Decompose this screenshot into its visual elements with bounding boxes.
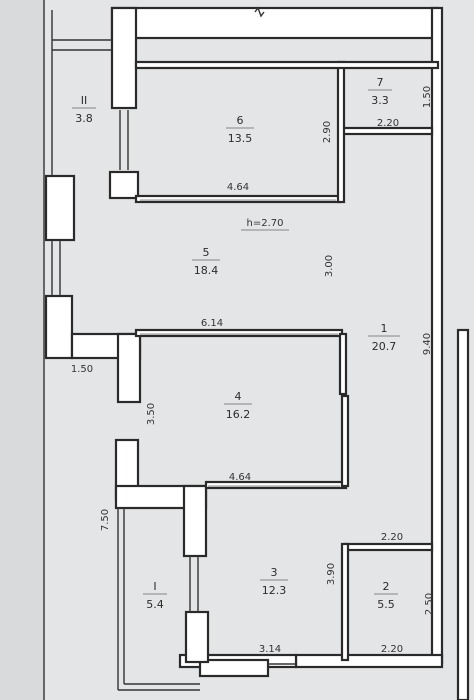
dim-290: 2.90 — [322, 121, 333, 143]
dim-220-mid: 2.20 — [381, 532, 403, 543]
room-6-area: 13.5 — [228, 132, 253, 145]
room-i-number: I — [153, 580, 156, 593]
room-3-area: 12.3 — [262, 584, 287, 597]
dim-250: 2.50 — [424, 593, 435, 615]
wall-step-2 — [116, 332, 142, 404]
room-3-number: 3 — [271, 566, 278, 579]
room-4-area: 16.2 — [226, 408, 251, 421]
dim-350: 3.50 — [146, 403, 157, 425]
wall-step-6 — [184, 610, 210, 664]
wall-right — [430, 6, 444, 665]
room-i-area: 5.4 — [146, 598, 164, 611]
dim-314: 3.14 — [259, 644, 281, 655]
partition-vert-top — [336, 60, 346, 204]
wall-top — [110, 6, 439, 40]
wall-bottom-step — [198, 658, 270, 678]
dim-390: 3.90 — [326, 563, 337, 585]
dim-150-left: 1.50 — [71, 364, 93, 375]
partition-top-inner — [134, 60, 440, 70]
wall-left-pier — [44, 174, 76, 242]
room-ii-number: II — [81, 94, 88, 107]
room-1-number: 1 — [381, 322, 388, 335]
wall-right-outer — [456, 328, 470, 700]
dim-220-top: 2.20 — [377, 118, 399, 129]
partition-vert-mid — [338, 332, 348, 396]
dim-220-bottom: 2.20 — [381, 644, 403, 655]
dim-150-top: 1.50 — [422, 86, 433, 108]
partition-5-4 — [134, 328, 344, 338]
room-2-number: 2 — [383, 580, 390, 593]
dim-300: 3.00 — [324, 255, 335, 277]
room-6-number: 6 — [237, 114, 244, 127]
partition-vert-4 — [340, 394, 350, 488]
room-1-area: 20.7 — [372, 340, 397, 353]
dim-464-top: 4.64 — [227, 182, 249, 193]
room-5-number: 5 — [203, 246, 210, 259]
room-4-number: 4 — [235, 390, 242, 403]
partition-6-5 — [134, 194, 342, 204]
ceiling-height-note: h=2.70 — [247, 218, 284, 229]
wall-left-upper — [110, 6, 138, 110]
room-2-area: 5.5 — [377, 598, 395, 611]
dim-750: 7.50 — [100, 509, 111, 531]
wall-left-pier-2 — [44, 294, 74, 360]
break-mark — [254, 6, 265, 18]
room-ii-area: 3.8 — [75, 112, 93, 125]
wall-bottom-right — [294, 653, 444, 669]
room-5-area: 18.4 — [194, 264, 219, 277]
wall-step-5 — [182, 484, 208, 558]
room-7-area: 3.3 — [371, 94, 389, 107]
dim-614: 6.14 — [201, 318, 223, 329]
partition-2 — [342, 542, 434, 552]
dim-464-bottom: 4.64 — [229, 472, 251, 483]
wall-pier-2 — [108, 170, 140, 200]
partition-vert-bottom — [340, 542, 350, 662]
partition-4-3 — [204, 480, 348, 490]
dim-940: 9.40 — [422, 333, 433, 355]
room-7-number: 7 — [377, 76, 384, 89]
